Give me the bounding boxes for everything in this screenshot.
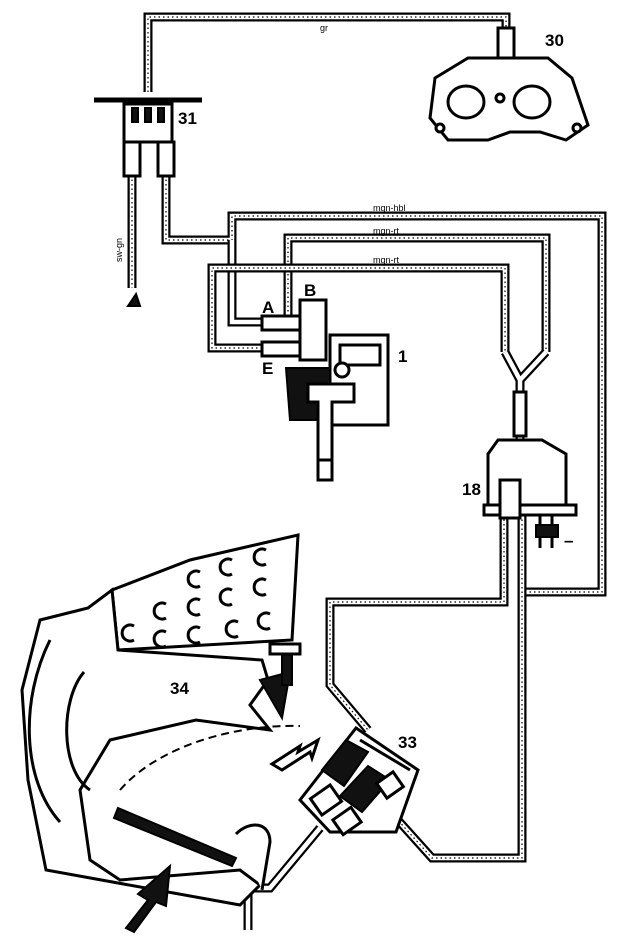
label-33: 33 [398,733,417,752]
label-34: 34 [170,679,189,698]
part-30-flange [428,26,590,142]
part-31-connector [94,97,202,307]
part-18-vacuum-unit [482,390,578,548]
label-A: A [262,298,274,317]
label-1: 1 [398,347,407,366]
flow-arrow-solid [124,863,172,934]
hose-label-sw-gn: sw-gn [114,238,124,262]
hose-18-to-33-left [325,515,509,733]
part-34-air-filter-housing [20,533,302,934]
hose-label-mgn-rt-2: mgn-rt [373,255,400,265]
label-E: E [262,359,273,378]
hose-label-gr: gr [320,23,328,33]
vacuum-hoses [127,12,607,930]
label-31: 31 [178,109,197,128]
label-18: 18 [462,480,481,499]
labels: 30 31 1 A B E 18 33 34 gr mgn-hbl mgn-rt… [114,23,573,752]
label-minus: – [564,531,573,550]
label-30: 30 [545,31,564,50]
hose-label-mgn-hbl: mgn-hbl [373,203,406,213]
part-33-valve-block [269,725,420,837]
label-B: B [304,281,316,300]
hose-label-mgn-rt-1: mgn-rt [373,226,400,236]
flow-arrow-outline [269,736,321,772]
part-1-valve [260,298,390,482]
